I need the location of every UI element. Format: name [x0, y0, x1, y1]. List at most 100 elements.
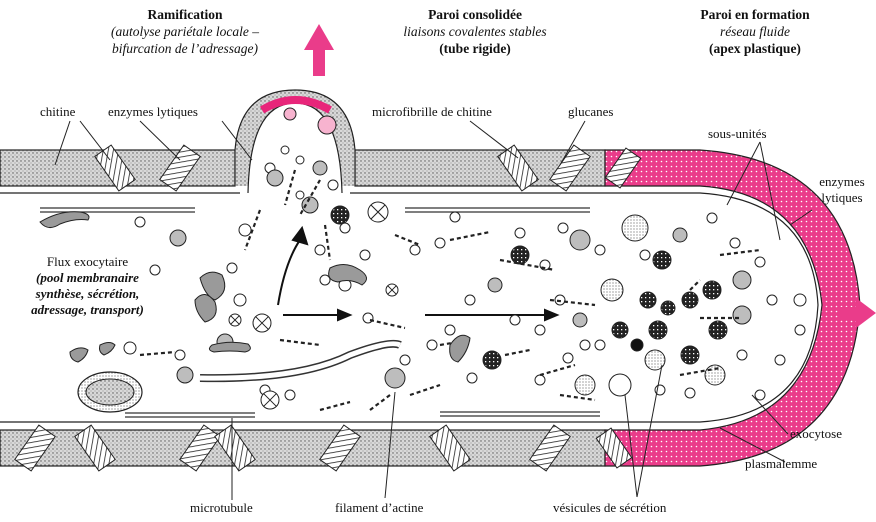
vesicle [331, 206, 349, 224]
vesicle [563, 353, 573, 363]
header-consolidated-line2: (tube rigide) [375, 40, 575, 57]
vesicle [601, 279, 623, 301]
vesicle [558, 223, 568, 233]
vesicle [755, 390, 765, 400]
label-exocytic-flux-line3: synthèse, sécrétion, [0, 286, 175, 302]
vesicle [653, 251, 671, 269]
vesicle [510, 315, 520, 325]
vesicle [450, 212, 460, 222]
vesicle [296, 156, 304, 164]
vesicle [281, 146, 289, 154]
vesicle [170, 230, 186, 246]
vesicle [649, 321, 667, 339]
header-branching: Ramification (autolyse pariétale locale … [95, 6, 275, 57]
actin-filament [690, 280, 700, 290]
header-forming-title: Paroi en formation [670, 6, 840, 23]
vesicle [661, 301, 675, 315]
label-microtubule: microtubule [190, 500, 253, 516]
actin-filament [370, 395, 390, 410]
vesicle [177, 367, 193, 383]
label-glucans: glucanes [568, 104, 613, 120]
actin-filament [320, 402, 350, 410]
vesicle [733, 271, 751, 289]
label-chitin: chitine [40, 104, 75, 120]
actin-filament [450, 232, 490, 240]
vesicle [703, 281, 721, 299]
header-consolidated-line1: liaisons covalentes stables [375, 23, 575, 40]
header-branching-line1: (autolyse pariétale locale – [95, 23, 275, 40]
vesicle [239, 224, 251, 236]
header-forming-line2: (apex plastique) [670, 40, 840, 57]
label-lytic-enzymes-right: enzymes lytiques [808, 174, 876, 206]
branch-dome [235, 90, 355, 193]
vesicle [320, 275, 330, 285]
vesicle [685, 388, 695, 398]
vesicle [595, 245, 605, 255]
organelle [70, 348, 88, 362]
vesicle [730, 238, 740, 248]
actin-filament [140, 352, 175, 355]
actin-filament [325, 225, 330, 260]
label-lytic-enzymes: enzymes lytiques [108, 104, 198, 120]
header-consolidated: Paroi consolidée liaisons covalentes sta… [375, 6, 575, 57]
header-consolidated-title: Paroi consolidée [375, 6, 575, 23]
vesicle [515, 228, 525, 238]
vesicle [363, 313, 373, 323]
label-subunits: sous-unités [708, 126, 767, 142]
vesicle [609, 374, 631, 396]
mitochondrion [78, 372, 142, 412]
vesicle [573, 313, 587, 327]
actin-filament [540, 365, 575, 375]
vesicle [285, 390, 295, 400]
growth-arrow-up [304, 24, 334, 76]
vesicle [124, 342, 136, 354]
vesicle [612, 322, 628, 338]
vesicle [445, 325, 455, 335]
vesicle [360, 250, 370, 260]
vesicle [795, 325, 805, 335]
vesicle [234, 294, 246, 306]
header-forming-line1: réseau fluide [670, 23, 840, 40]
organelle [450, 335, 470, 362]
vesicle [707, 213, 717, 223]
vesicle [340, 223, 350, 233]
vesicle [673, 228, 687, 242]
label-actin-filament: filament d’actine [335, 500, 423, 516]
vesicle [535, 375, 545, 385]
vesicle [794, 294, 806, 306]
vesicle [580, 340, 590, 350]
actin-filament [395, 235, 420, 245]
vesicle [465, 295, 475, 305]
vesicle [467, 373, 477, 383]
vesicle [488, 278, 502, 292]
vesicle [267, 170, 283, 186]
vesicle [575, 375, 595, 395]
actin-filament [370, 320, 405, 328]
vesicle [555, 295, 565, 305]
vesicle [175, 350, 185, 360]
vesicle [570, 230, 590, 250]
vesicle [315, 245, 325, 255]
vesicle [328, 180, 338, 190]
label-secretion-vesicles: vésicules de sécrétion [553, 500, 666, 516]
vesicle [737, 350, 747, 360]
vesicle [775, 355, 785, 365]
header-branching-line2: bifurcation de l’adressage) [95, 40, 275, 57]
vesicle [483, 351, 501, 369]
vesicle [709, 321, 727, 339]
vesicle [640, 292, 656, 308]
organelle [209, 342, 250, 352]
label-exocytosis: exocytose [790, 426, 842, 442]
label-exocytic-flux-line4: adressage, transport) [0, 302, 175, 318]
vesicle [313, 161, 327, 175]
vesicle [622, 215, 648, 241]
actin-filament [560, 395, 595, 400]
vesicle [631, 339, 643, 351]
vesicle [767, 295, 777, 305]
vesicle [135, 217, 145, 227]
actin-filament [720, 250, 760, 255]
label-exocytic-flux-line1: Flux exocytaire [0, 254, 175, 270]
organelle [40, 212, 89, 228]
label-lytic-enzymes-right-2: lytiques [808, 190, 876, 206]
vesicle [640, 250, 650, 260]
